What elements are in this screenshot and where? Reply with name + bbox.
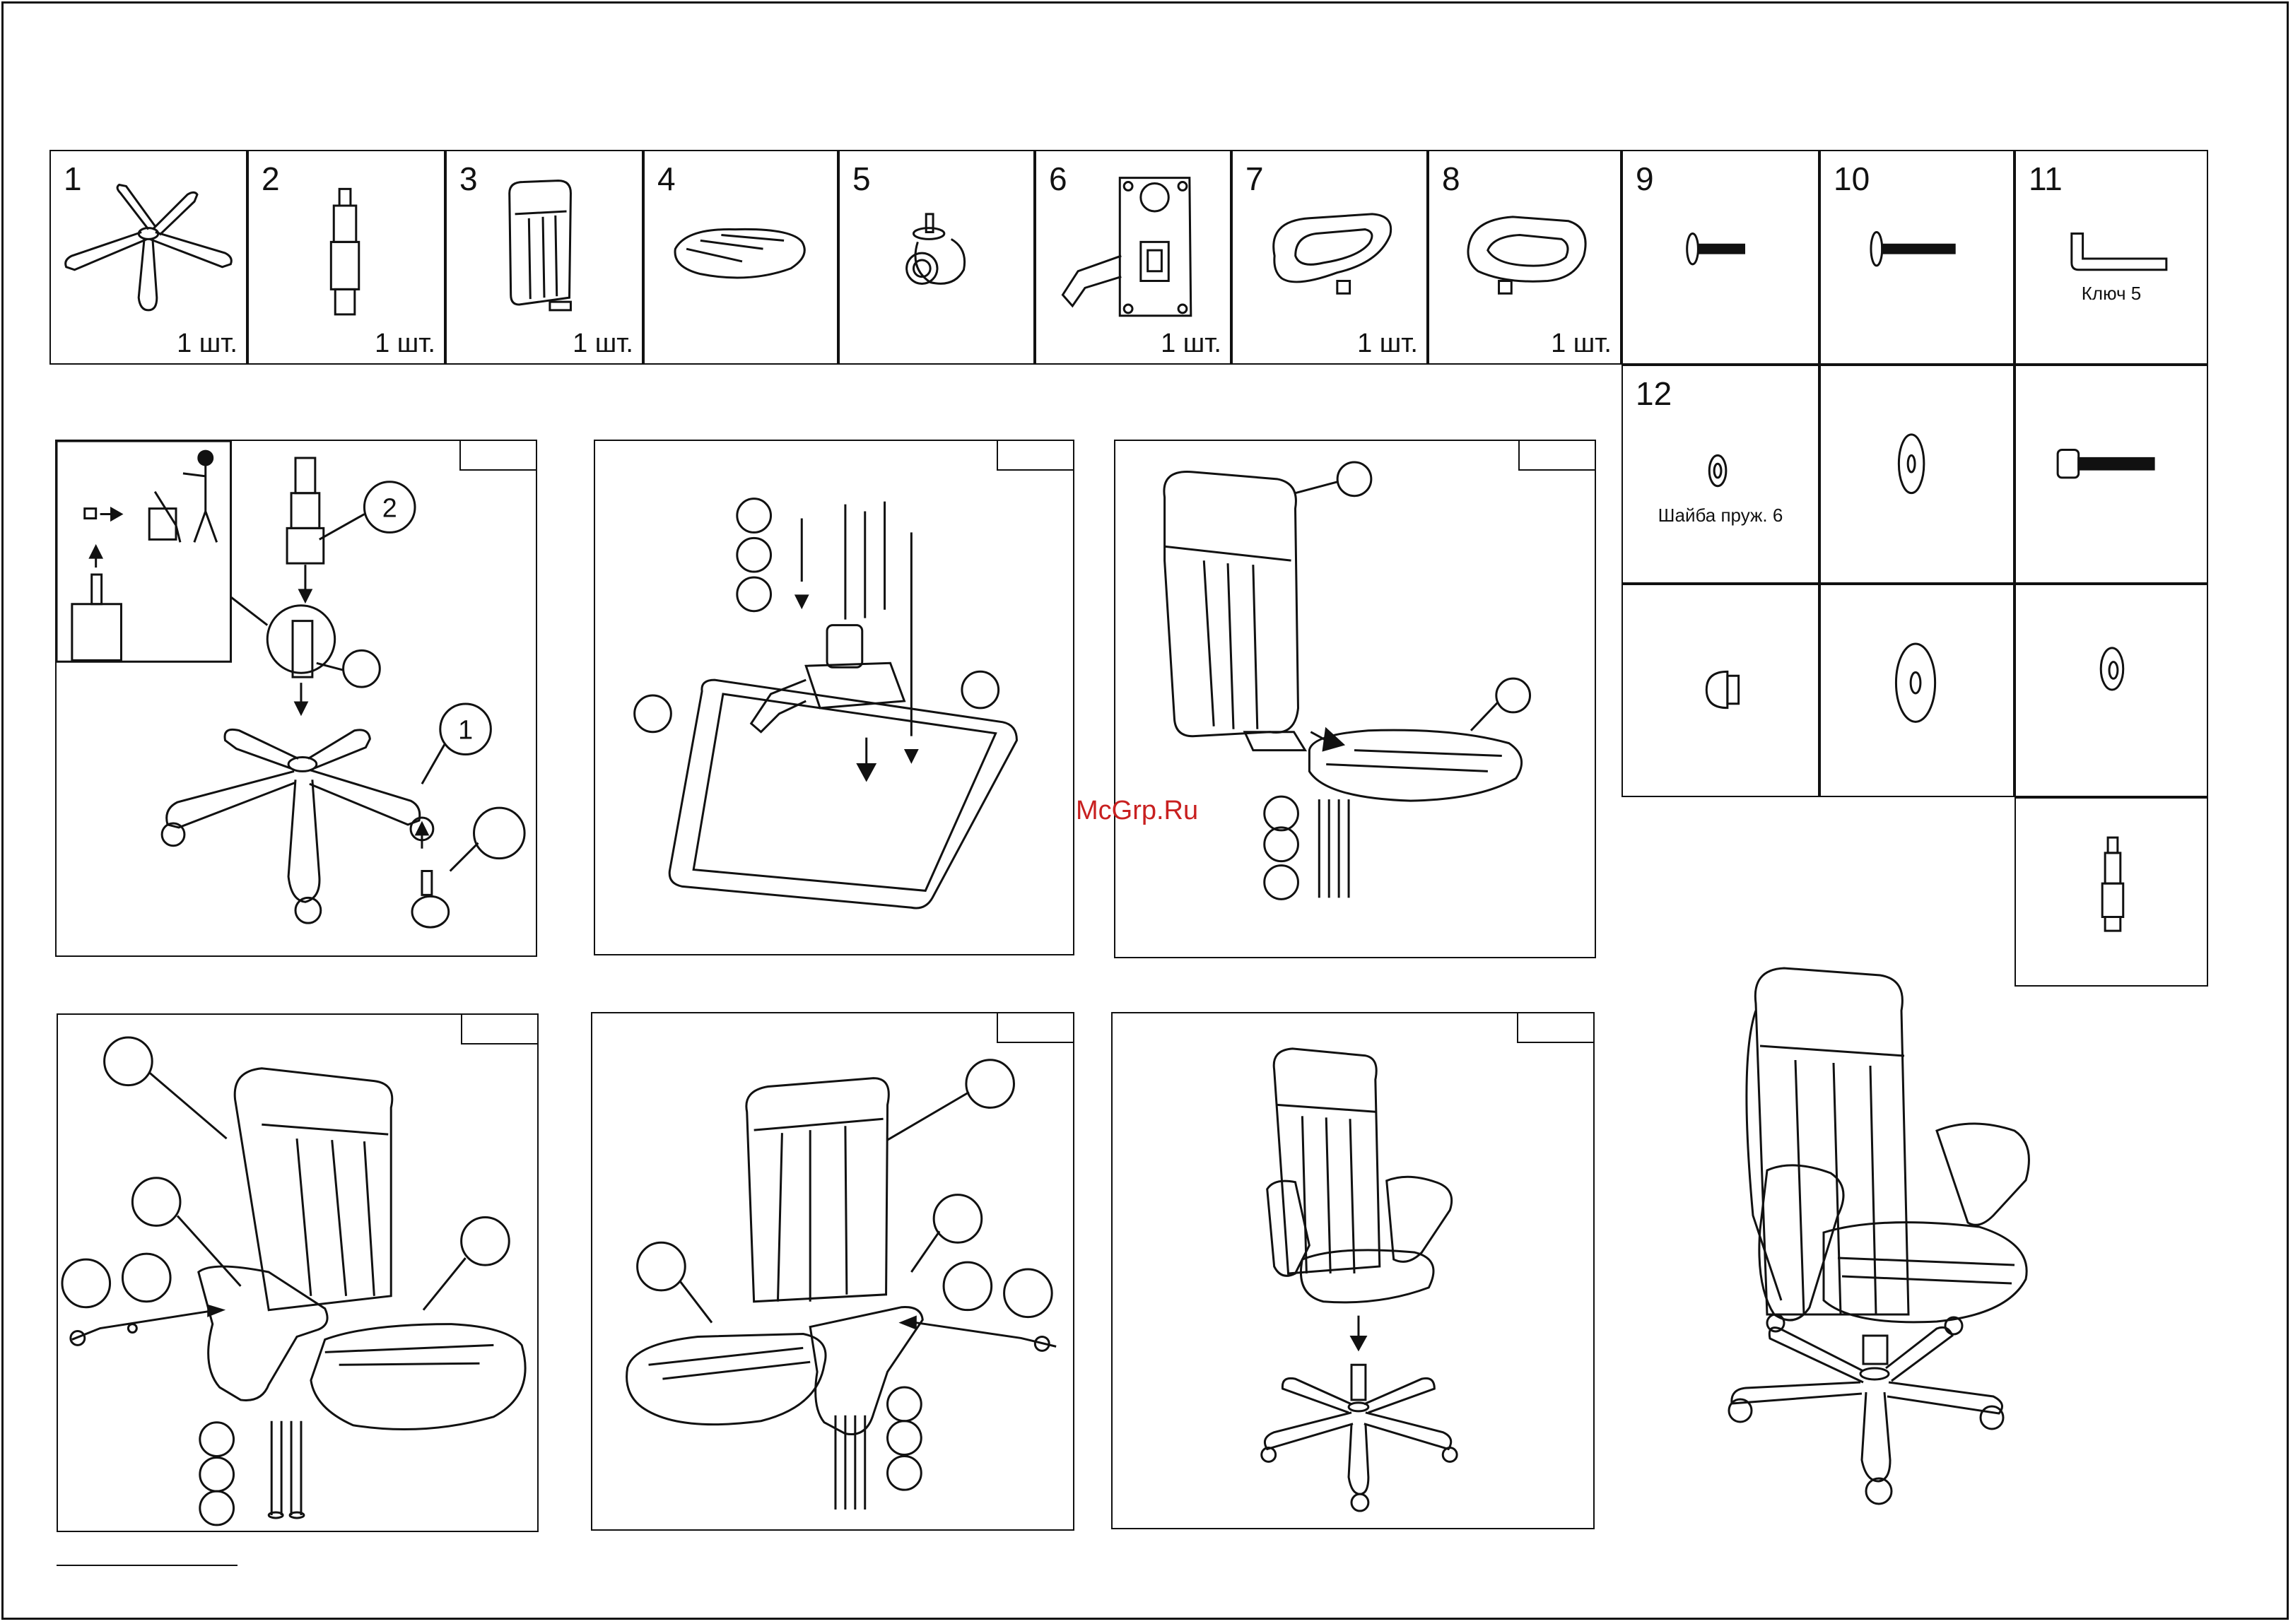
- backrest-seat-diagram: [1115, 441, 1595, 957]
- large-washer-icon: [1821, 585, 2013, 796]
- caster-icon: [840, 151, 1033, 363]
- part-cell-6: 6 1 шт.: [1035, 150, 1231, 365]
- step-panel-base-assembly: 2 1: [55, 440, 537, 957]
- step-panel-final-assembly: [1111, 1012, 1595, 1529]
- part-cell-11: 11 Ключ 5: [2015, 150, 2208, 365]
- part-cell-8: 8 1 шт.: [1428, 150, 1621, 365]
- callout-1: 1: [458, 716, 473, 746]
- part-cell-1: 1 1 шт.: [49, 150, 247, 365]
- right-armrest-diagram: [592, 1013, 1073, 1529]
- footer-rule: [57, 1565, 237, 1566]
- part-cell-large-washer: [1819, 584, 2015, 797]
- spring-washer-icon: [2016, 585, 2207, 796]
- left-armrest-diagram: [58, 1015, 537, 1531]
- part-caption: Ключ 5: [2016, 283, 2207, 305]
- part-cell-10: 10: [1819, 150, 2015, 365]
- part-cell-spring-washer-2: [2015, 584, 2208, 797]
- long-bolt-icon: [1821, 151, 2013, 363]
- part-cell-cap-nut: [1621, 584, 1819, 797]
- base-assembly-diagram: 2 1: [57, 441, 536, 955]
- final-assembly-diagram: [1113, 1013, 1593, 1528]
- part-cell-2: 2 1 шт.: [247, 150, 445, 365]
- part-cell-9: 9: [1621, 150, 1819, 365]
- part-cell-12: 12 Шайба пруж. 6: [1621, 365, 1819, 584]
- seat-cushion-icon: [645, 151, 837, 363]
- part-quantity: 1 шт.: [177, 329, 237, 359]
- part-quantity: 1 шт.: [1357, 329, 1418, 359]
- step-panel-left-armrest: [57, 1013, 539, 1532]
- part-quantity: 1 шт.: [1551, 329, 1612, 359]
- spring-washer-icon: [1623, 366, 1818, 582]
- flat-washer-icon: [1821, 366, 2013, 582]
- allen-key-icon: [2016, 151, 2207, 363]
- callout-2: 2: [382, 494, 397, 524]
- cap-nut-icon: [1623, 585, 1818, 796]
- long-bolt-icon: [1623, 151, 1818, 363]
- part-caption: Шайба пруж. 6: [1623, 505, 1818, 526]
- part-cell-3: 3 1 шт.: [445, 150, 643, 365]
- part-quantity: 1 шт.: [375, 329, 435, 359]
- part-quantity: 1 шт.: [573, 329, 633, 359]
- part-cell-7: 7 1 шт.: [1231, 150, 1428, 365]
- short-bolt-icon: [2016, 366, 2207, 582]
- gas-lift-icon: [2016, 799, 2207, 985]
- part-quantity: 1 шт.: [1161, 329, 1221, 359]
- watermark: McGrp.Ru: [1076, 796, 1198, 826]
- part-cell-short-bolt: [2015, 365, 2208, 584]
- part-cell-5: 5: [838, 150, 1035, 365]
- part-cell-spare-gas-lift: [2015, 797, 2208, 987]
- mechanism-assembly-diagram: [595, 441, 1073, 954]
- step-panel-mechanism-assembly: [594, 440, 1074, 955]
- step-panel-backrest-seat: [1114, 440, 1596, 958]
- step-panel-right-armrest: [591, 1012, 1074, 1531]
- part-cell-flat-washer: [1819, 365, 2015, 584]
- part-cell-4: 4: [643, 150, 838, 365]
